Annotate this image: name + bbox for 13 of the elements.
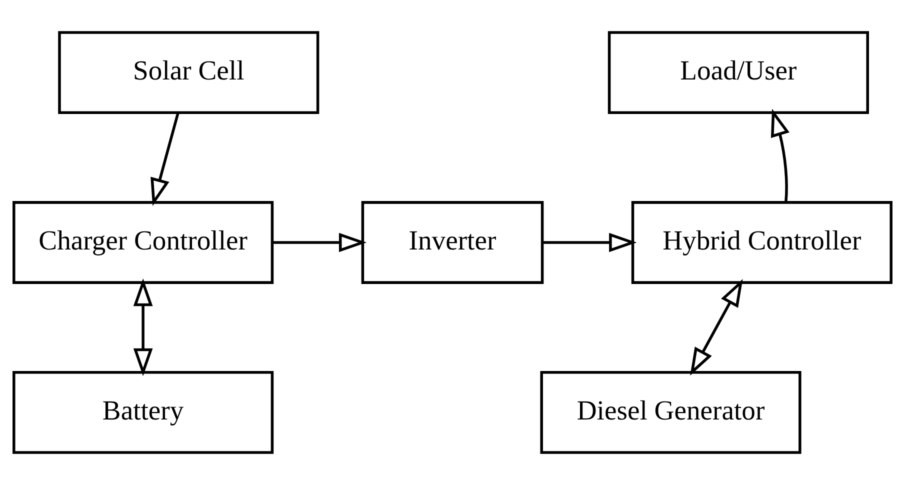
arrow — [150, 112, 180, 206]
node-box: Hybrid Controller — [631, 200, 892, 284]
arrow — [542, 232, 637, 252]
arrow — [690, 278, 743, 376]
arrow — [133, 278, 153, 376]
node-box: Load/User — [608, 30, 869, 114]
arrow — [770, 108, 790, 202]
arrow — [272, 232, 367, 252]
node-box: Charger Controller — [12, 200, 274, 284]
node-box: Solar Cell — [58, 30, 320, 114]
node-box: Battery — [12, 370, 274, 454]
node-box: Inverter — [361, 200, 544, 284]
node-box: Diesel Generator — [540, 370, 802, 454]
